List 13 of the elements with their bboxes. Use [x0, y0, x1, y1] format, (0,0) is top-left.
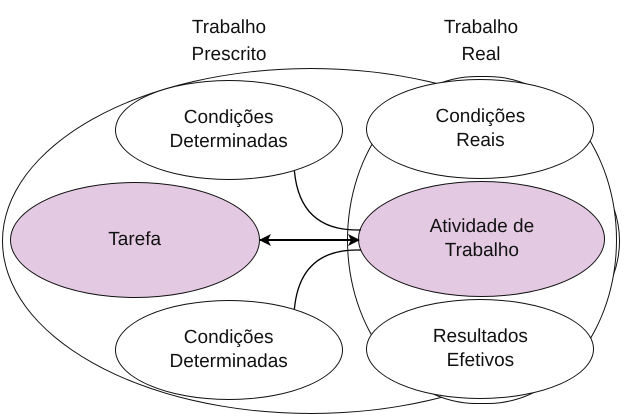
node-label: Condições Determinadas: [168, 326, 289, 374]
node-label: Tarefa: [108, 228, 162, 252]
node-label: Condições Reais: [434, 105, 526, 154]
column-heading: Trabalho Real: [442, 16, 520, 67]
node-label: Resultados Efetivos: [432, 325, 529, 374]
enclosing-ellipse: [2, 68, 620, 414]
ellipse-node: [10, 182, 260, 298]
connector-line: [294, 249, 361, 310]
node-label: Condições Determinadas: [168, 106, 289, 154]
connector-line: [294, 170, 361, 231]
node-label: Atividade de Trabalho: [428, 215, 536, 264]
column-heading: Trabalho Prescrito: [190, 16, 268, 67]
double-arrow: [259, 234, 360, 246]
